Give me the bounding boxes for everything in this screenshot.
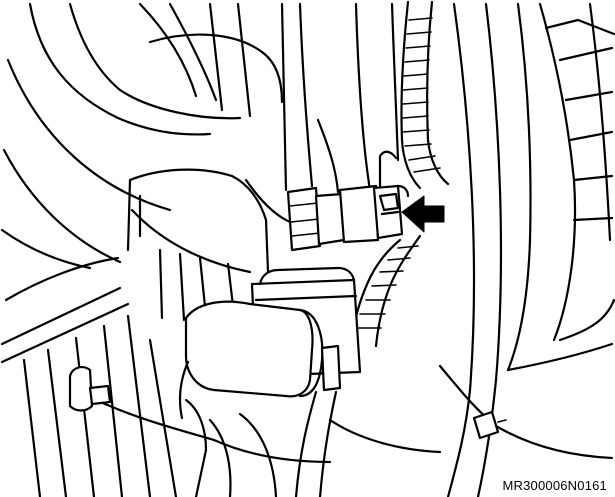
wiring-harness-lower [350, 234, 422, 348]
vertical-tube [354, 2, 400, 192]
sensor-body [286, 184, 380, 252]
lower-bracket [178, 266, 362, 420]
left-housing [0, 2, 242, 302]
lower-left-casing [0, 286, 216, 497]
right-frame [446, 2, 615, 497]
bottom-hoses [208, 390, 442, 497]
mid-housing [126, 168, 270, 322]
connector [372, 184, 410, 240]
upper-bracket [148, 2, 340, 224]
lower-clamp [184, 398, 208, 497]
cable-tie [438, 364, 614, 460]
bolt [68, 366, 112, 412]
figure-code: MR300006N0161 [502, 478, 607, 493]
wiring-harness-upper [378, 0, 450, 190]
pointer-arrow [401, 195, 445, 233]
